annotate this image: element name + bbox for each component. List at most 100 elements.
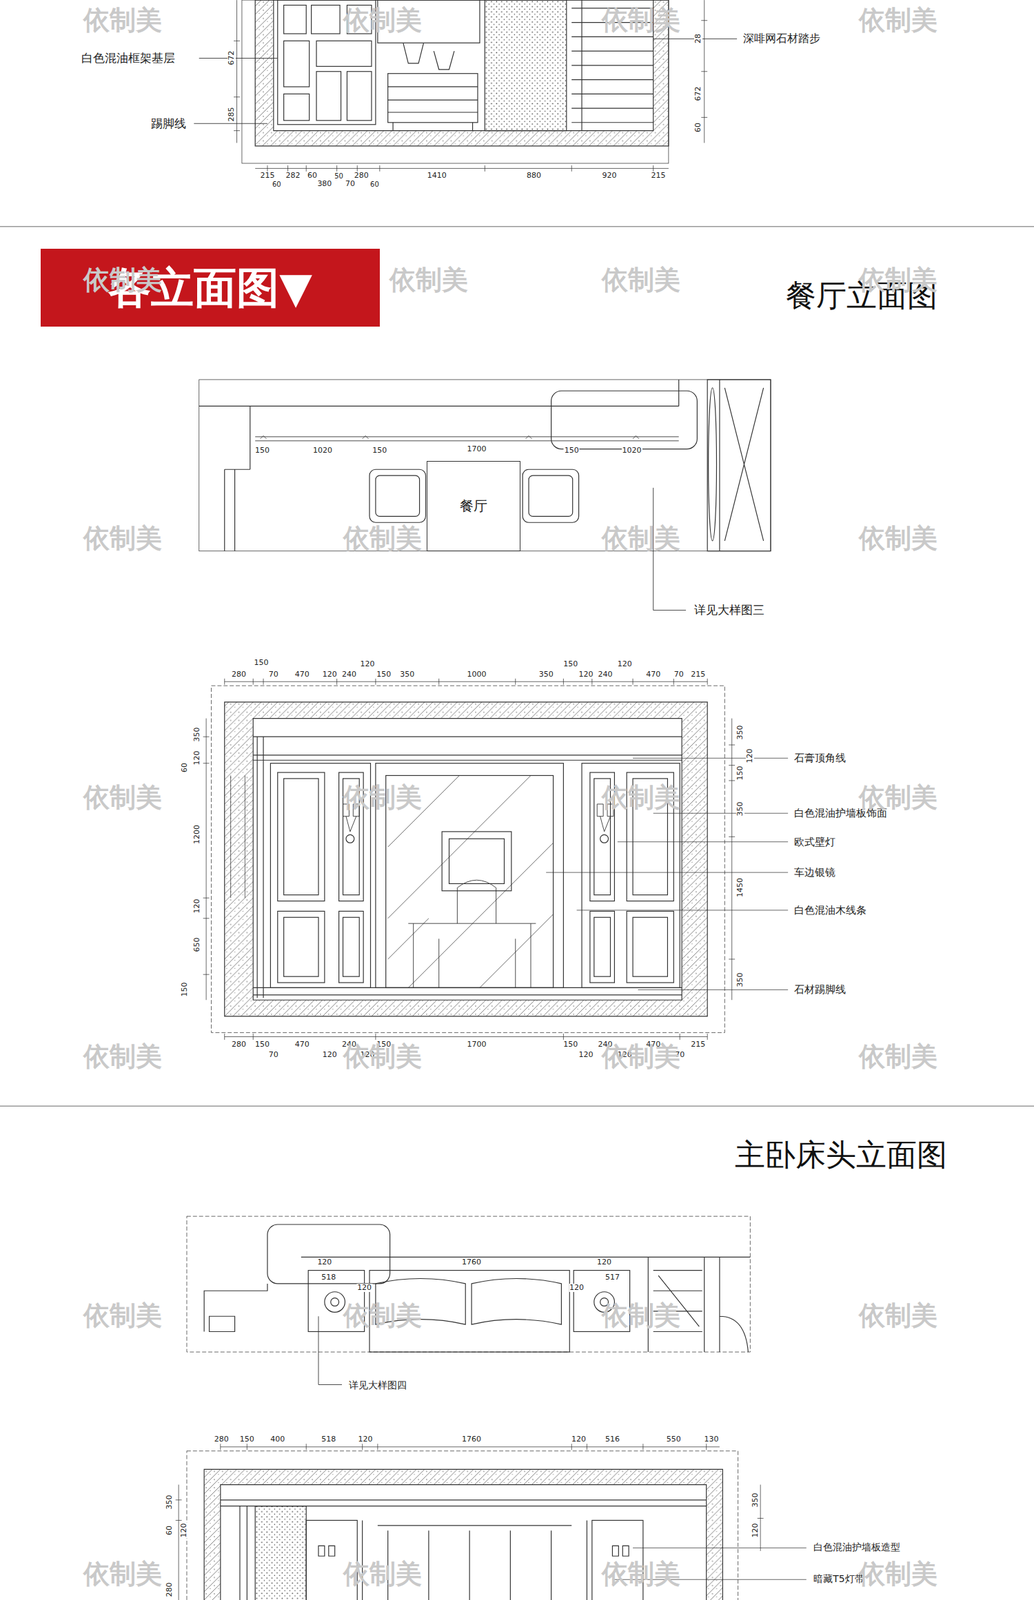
dimension-value: 1760 <box>461 1258 482 1267</box>
drawing-line <box>551 390 698 449</box>
drawing-line <box>260 435 640 439</box>
drawing-line <box>193 38 737 124</box>
dimension-value: 150 <box>562 660 579 669</box>
dimension-value: 1020 <box>621 446 643 455</box>
watermark: 依制美 <box>601 1042 681 1072</box>
dimension-value: 120 <box>568 1284 585 1293</box>
watermark: 依制美 <box>83 783 162 813</box>
watermark: 依制美 <box>343 1302 422 1332</box>
drawing-line <box>277 772 325 902</box>
dimension-value: 150 <box>371 446 388 455</box>
dimension-value: 120 <box>321 670 338 679</box>
dimension-value: 120 <box>321 1051 338 1060</box>
dimension-value: 28 <box>694 33 703 45</box>
drawing-line <box>408 880 536 988</box>
dimension-value: 400 <box>269 1435 286 1445</box>
watermark: 依制美 <box>601 1560 681 1590</box>
watermark: 依制美 <box>83 1560 162 1590</box>
dimension-value: 880 <box>525 171 542 180</box>
drawing-line <box>204 1257 750 1332</box>
dimension-value: 350 <box>538 670 555 679</box>
dimension-value: 280 <box>230 1040 247 1050</box>
dimension-value: 215 <box>259 171 276 180</box>
dimension-value: 470 <box>294 1040 311 1050</box>
dimension-value: 350 <box>735 971 744 988</box>
dimension-value: 280 <box>353 171 370 180</box>
callout-label: 详见大样图四 <box>348 1380 407 1392</box>
drawing-line <box>403 42 455 69</box>
callout-label: 深啡网石材踏步 <box>743 32 821 45</box>
dimension-value: 1700 <box>466 444 488 453</box>
drawing-line <box>545 758 788 990</box>
drawing-line <box>343 917 360 977</box>
drawing-line <box>0 226 1034 1107</box>
dimension-value: 120 <box>357 1435 374 1445</box>
dimension-value: 60 <box>180 762 189 774</box>
dimension-value: 280 <box>165 1582 174 1599</box>
dimension-value: 516 <box>604 1435 621 1445</box>
drawing-line <box>224 1034 708 1041</box>
dimension-value: 150 <box>375 670 392 679</box>
drawing-line <box>316 71 342 121</box>
dimension-value: 550 <box>665 1435 682 1445</box>
dimension-value: 380 <box>316 179 333 188</box>
dimension-value: 350 <box>193 727 202 744</box>
drawing-line <box>186 1451 739 1600</box>
watermark: 依制美 <box>83 266 162 296</box>
callout-label: 暗藏T5灯带 <box>813 1574 864 1585</box>
dimension-value: 60 <box>694 122 703 134</box>
drawing-line <box>626 911 674 983</box>
drawing-line <box>284 917 319 977</box>
drawing-line <box>330 1298 340 1307</box>
dimension-value: 150 <box>254 446 271 455</box>
dimension-value: 1200 <box>193 824 202 846</box>
drawing-line <box>719 379 764 552</box>
callout-label: 踢脚线 <box>150 117 187 131</box>
watermark: 依制美 <box>343 783 422 813</box>
drawing-line <box>632 917 668 977</box>
dimension-value: 120 <box>751 1523 760 1540</box>
dimension-value: 1760 <box>461 1435 482 1445</box>
watermark: 依制美 <box>858 524 938 554</box>
drawing-line <box>594 917 611 977</box>
watermark: 依制美 <box>343 1560 422 1590</box>
dimension-value: 240 <box>597 670 614 679</box>
dimension-value: 150 <box>735 765 744 782</box>
dimension-value: 280 <box>230 670 247 679</box>
watermark: 依制美 <box>601 783 681 813</box>
drawing-line <box>175 1444 764 1600</box>
drawing-line <box>186 1216 750 1353</box>
dimension-value: 50 <box>333 171 344 180</box>
dimension-value: 350 <box>735 801 744 818</box>
dimension-value: 518 <box>320 1435 337 1445</box>
drawing-line <box>339 911 364 983</box>
drawing-line <box>277 911 325 983</box>
dimension-value: 60 <box>306 171 318 180</box>
dimension-value: 150 <box>180 982 189 999</box>
dimension-value: 215 <box>690 1040 706 1050</box>
drawing-line <box>220 1500 707 1600</box>
drawing-line <box>284 40 310 87</box>
callout-label: 白色混油木线条 <box>794 905 867 917</box>
dimension-value: 120 <box>577 1051 594 1060</box>
dimension-value: 70 <box>268 670 280 679</box>
dimension-value: 150 <box>254 1040 271 1050</box>
dimension-value: 517 <box>604 1273 621 1283</box>
dimension-value: 60 <box>271 179 282 188</box>
drawing-line <box>484 0 566 131</box>
watermark: 依制美 <box>389 266 469 296</box>
watermark: 依制美 <box>858 266 938 296</box>
dimension-value: 120 <box>616 660 633 669</box>
dimension-value: 120 <box>316 1258 333 1267</box>
watermark: 依制美 <box>601 524 681 554</box>
dimension-value: 280 <box>213 1435 230 1445</box>
drawing-line <box>449 838 505 884</box>
dimension-value: 120 <box>745 748 755 765</box>
drawing-line <box>318 1316 342 1385</box>
drawing-line <box>284 4 307 34</box>
dimension-value: 282 <box>284 171 301 180</box>
dimension-value: 70 <box>673 670 685 679</box>
drawing-line <box>230 775 246 899</box>
dimension-value: 120 <box>193 898 202 915</box>
watermark: 依制美 <box>343 6 422 36</box>
